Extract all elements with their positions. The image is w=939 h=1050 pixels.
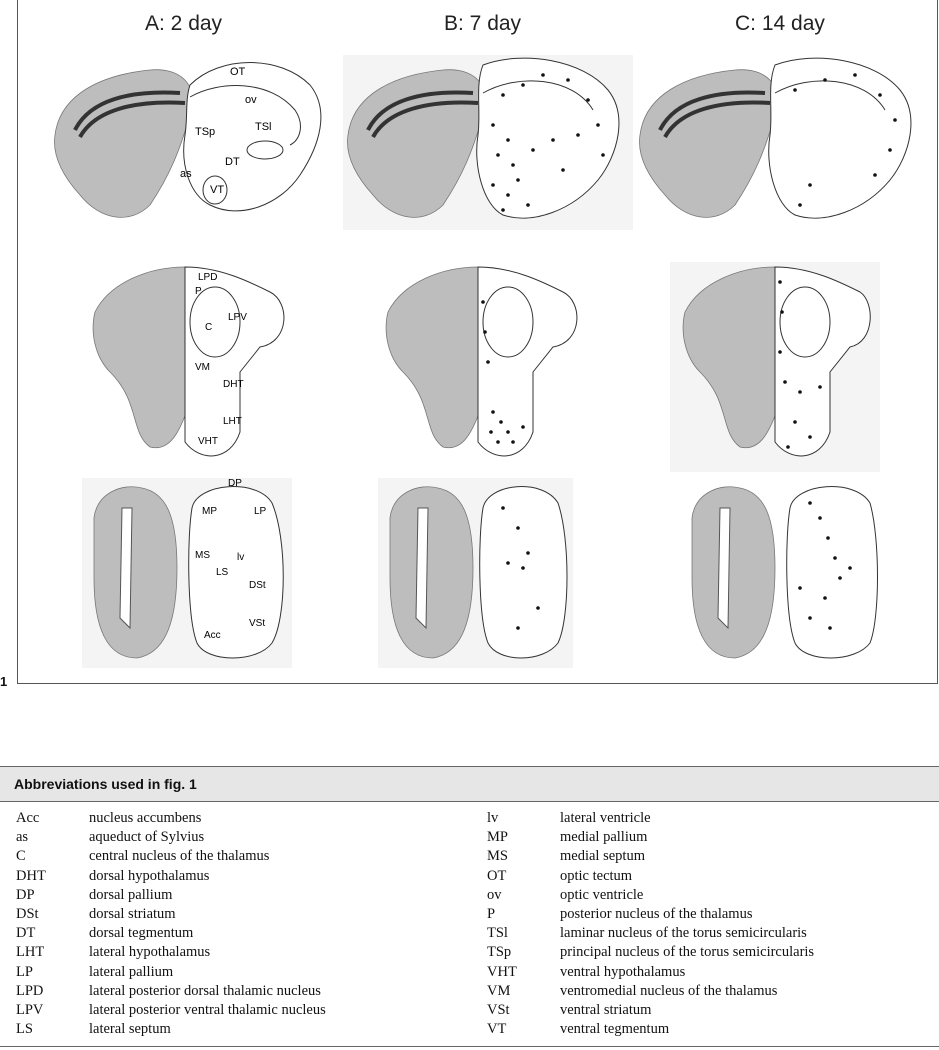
label-DHT: DHT [223, 379, 244, 390]
label-MP: MP [202, 506, 217, 517]
dots-c-bot [798, 501, 852, 630]
label-LHT: LHT [223, 416, 242, 427]
label-LPV: LPV [228, 312, 247, 323]
label-VT: VT [210, 184, 224, 196]
bottom-rule [0, 1046, 939, 1047]
abbreviations-title: Abbreviations used in fig. 1 [14, 776, 197, 792]
dots-b-bot [501, 506, 540, 630]
label-ov: ov [245, 94, 257, 106]
figure-number: 1 [0, 674, 8, 689]
label-VHT: VHT [198, 436, 218, 447]
label-C: C [205, 322, 212, 333]
label-OT: OT [230, 66, 246, 78]
label-P: P [195, 286, 202, 297]
panel-a-mid: LPD P LPV C VM DHT LHT VHT [92, 266, 285, 457]
panel-a-bot: DP MP LP MS lv LS DSt VSt Acc [82, 478, 292, 668]
label-DP: DP [228, 478, 242, 489]
column-title-a: A: 2 day [145, 12, 223, 35]
figure-frame [17, 0, 938, 684]
label-TSp: TSp [195, 126, 215, 138]
label-LS: LS [216, 567, 229, 578]
label-lv: lv [237, 552, 244, 563]
dots-b-mid [481, 300, 525, 444]
label-DT: DT [225, 156, 240, 168]
panel-c-mid [670, 262, 880, 472]
label-MS: MS [195, 550, 210, 561]
dots-b-top [491, 73, 605, 212]
label-LPD: LPD [198, 272, 217, 283]
label-DSt: DSt [249, 580, 266, 591]
panel-b-bot [378, 478, 573, 668]
dots-c-top [793, 73, 897, 207]
dots-c-mid [778, 280, 822, 449]
column-title-c: C: 14 day [735, 12, 825, 35]
label-LP: LP [254, 506, 267, 517]
panel-c-bot [691, 486, 878, 659]
panel-a-top: OT ov TSp TSl DT as VT [54, 62, 322, 218]
panel-b-top [343, 55, 633, 230]
abbreviations-header: Abbreviations used in fig. 1 [0, 766, 939, 802]
label-Acc: Acc [204, 630, 221, 641]
label-TSl: TSl [255, 121, 272, 133]
panel-b-mid [385, 266, 578, 457]
label-as: as [180, 168, 192, 180]
label-VM: VM [195, 362, 210, 373]
panel-c-top [639, 57, 912, 219]
label-VSt: VSt [249, 618, 265, 629]
column-title-b: B: 7 day [444, 12, 522, 35]
